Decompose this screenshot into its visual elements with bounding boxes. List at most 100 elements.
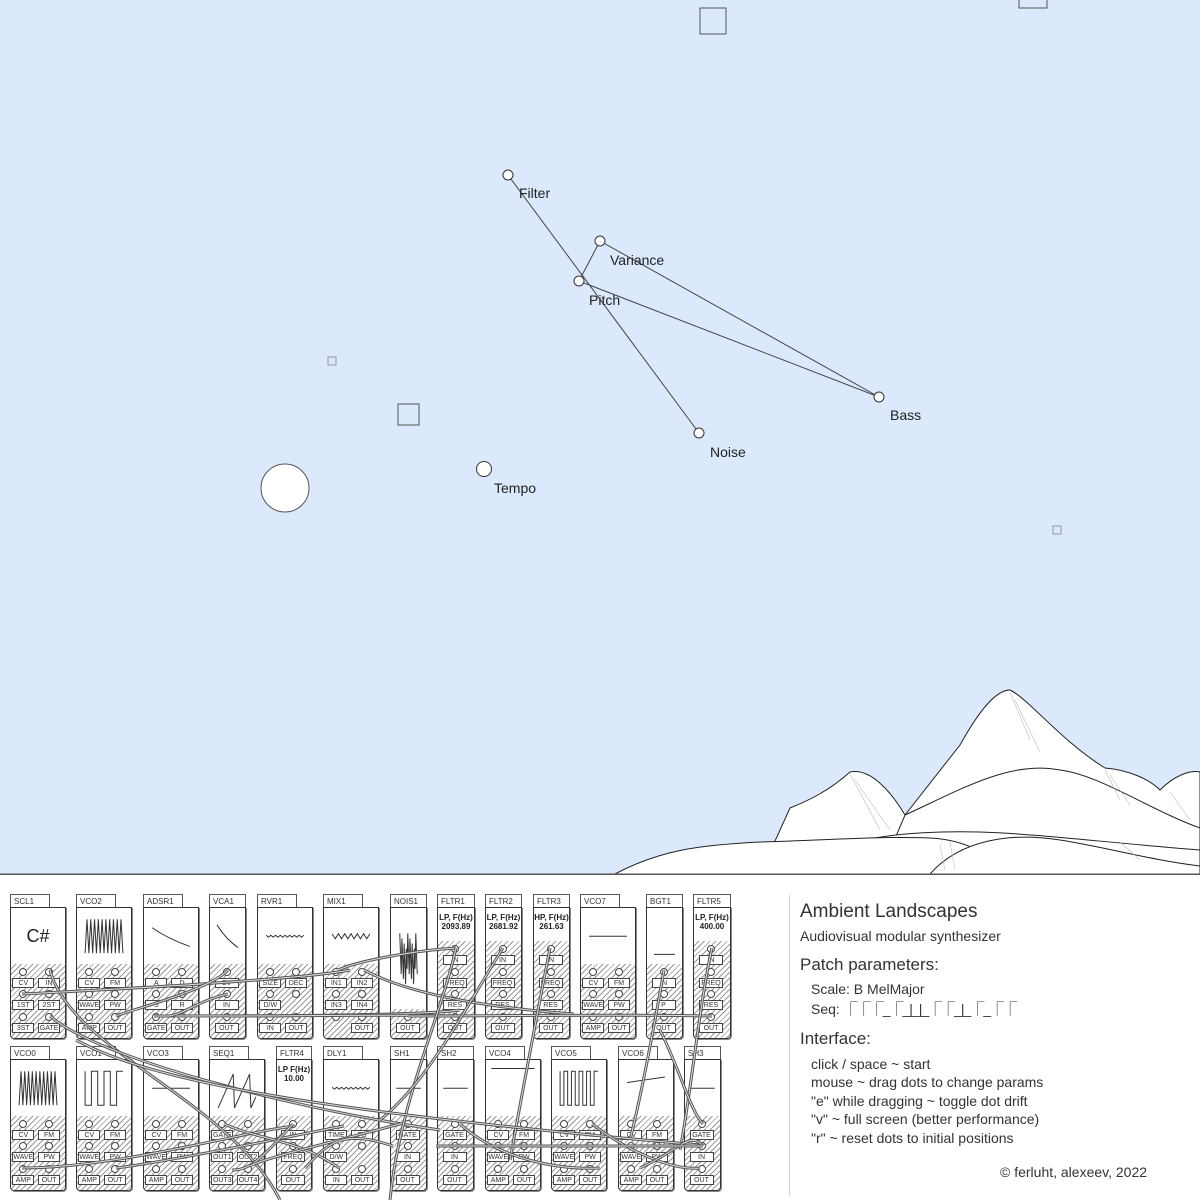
jack-socket[interactable]: [152, 1142, 161, 1150]
jack-socket[interactable]: [244, 1164, 253, 1173]
jack-socket[interactable]: [85, 1012, 94, 1021]
jack-socket[interactable]: [19, 1164, 28, 1173]
jack-socket[interactable]: [332, 1164, 341, 1173]
jack-socket[interactable]: [218, 1119, 227, 1128]
jack-socket[interactable]: [111, 967, 120, 976]
jack-socket[interactable]: [19, 967, 28, 976]
jack-socket[interactable]: [45, 967, 54, 976]
jack-socket[interactable]: [289, 1164, 297, 1173]
jack-socket[interactable]: [627, 1164, 636, 1173]
jack-socket[interactable]: [332, 1012, 341, 1021]
jack-socket[interactable]: [289, 1119, 297, 1128]
jack-socket[interactable]: [222, 990, 231, 998]
jack-socket[interactable]: [546, 1012, 555, 1021]
jack-socket[interactable]: [494, 1142, 503, 1150]
jack-socket[interactable]: [498, 967, 507, 976]
jack-socket[interactable]: [45, 1164, 54, 1173]
jack-socket[interactable]: [589, 1012, 598, 1021]
jack-socket[interactable]: [450, 1164, 459, 1173]
jack-socket[interactable]: [546, 945, 555, 953]
jack-socket[interactable]: [520, 1142, 529, 1150]
jack-socket[interactable]: [627, 1142, 636, 1150]
jack-socket[interactable]: [45, 1142, 54, 1150]
jack-socket[interactable]: [451, 945, 459, 953]
jack-socket[interactable]: [222, 1012, 231, 1021]
jack-socket[interactable]: [586, 1164, 595, 1173]
jack-socket[interactable]: [152, 1119, 161, 1128]
jack-socket[interactable]: [292, 1012, 301, 1021]
jack-socket[interactable]: [707, 990, 715, 998]
jack-socket[interactable]: [403, 1164, 412, 1173]
jack-socket[interactable]: [697, 1119, 706, 1128]
jack-socket[interactable]: [494, 1164, 503, 1173]
jack-socket[interactable]: [111, 1012, 120, 1021]
jack-socket[interactable]: [560, 1142, 569, 1150]
jack-socket[interactable]: [546, 967, 555, 976]
jack-socket[interactable]: [451, 967, 459, 976]
jack-socket[interactable]: [589, 990, 598, 998]
jack-socket[interactable]: [403, 1142, 412, 1150]
jack-socket[interactable]: [152, 990, 161, 998]
jack-socket[interactable]: [292, 967, 301, 976]
jack-socket[interactable]: [615, 967, 624, 976]
jack-socket[interactable]: [403, 1012, 412, 1021]
jack-socket[interactable]: [498, 1012, 507, 1021]
jack-socket[interactable]: [85, 1164, 94, 1173]
jack-socket[interactable]: [218, 1142, 227, 1150]
jack-socket[interactable]: [560, 1164, 569, 1173]
jack-socket[interactable]: [403, 1119, 412, 1128]
jack-socket[interactable]: [85, 1142, 94, 1150]
jack-socket[interactable]: [586, 1119, 595, 1128]
jack-socket[interactable]: [451, 990, 459, 998]
jack-socket[interactable]: [178, 1142, 187, 1150]
jack-socket[interactable]: [152, 967, 161, 976]
jack-socket[interactable]: [358, 1164, 367, 1173]
jack-socket[interactable]: [707, 1012, 715, 1021]
jack-socket[interactable]: [178, 1119, 187, 1128]
jack-socket[interactable]: [653, 1142, 662, 1150]
jack-socket[interactable]: [332, 967, 341, 976]
jack-socket[interactable]: [266, 1012, 275, 1021]
jack-socket[interactable]: [45, 990, 54, 998]
jack-socket[interactable]: [266, 990, 275, 998]
jack-socket[interactable]: [292, 990, 301, 998]
param-dot-bass[interactable]: [873, 391, 885, 403]
param-dot-filter[interactable]: [502, 169, 514, 181]
jack-socket[interactable]: [697, 1142, 706, 1150]
jack-socket[interactable]: [178, 1164, 187, 1173]
jack-socket[interactable]: [358, 1119, 367, 1128]
jack-socket[interactable]: [85, 990, 94, 998]
jack-socket[interactable]: [19, 1012, 28, 1021]
jack-socket[interactable]: [358, 1142, 367, 1150]
jack-socket[interactable]: [659, 990, 668, 998]
jack-socket[interactable]: [560, 1119, 569, 1128]
jack-socket[interactable]: [627, 1119, 636, 1128]
jack-socket[interactable]: [152, 1012, 161, 1021]
jack-socket[interactable]: [707, 945, 715, 953]
jack-socket[interactable]: [659, 1012, 668, 1021]
jack-socket[interactable]: [653, 1119, 662, 1128]
jack-socket[interactable]: [289, 1142, 297, 1150]
jack-socket[interactable]: [653, 1164, 662, 1173]
jack-socket[interactable]: [332, 1142, 341, 1150]
param-dot-tempo[interactable]: [476, 461, 492, 477]
param-dot-variance[interactable]: [594, 235, 606, 247]
jack-socket[interactable]: [45, 1012, 54, 1021]
jack-socket[interactable]: [520, 1164, 529, 1173]
jack-socket[interactable]: [222, 967, 231, 976]
